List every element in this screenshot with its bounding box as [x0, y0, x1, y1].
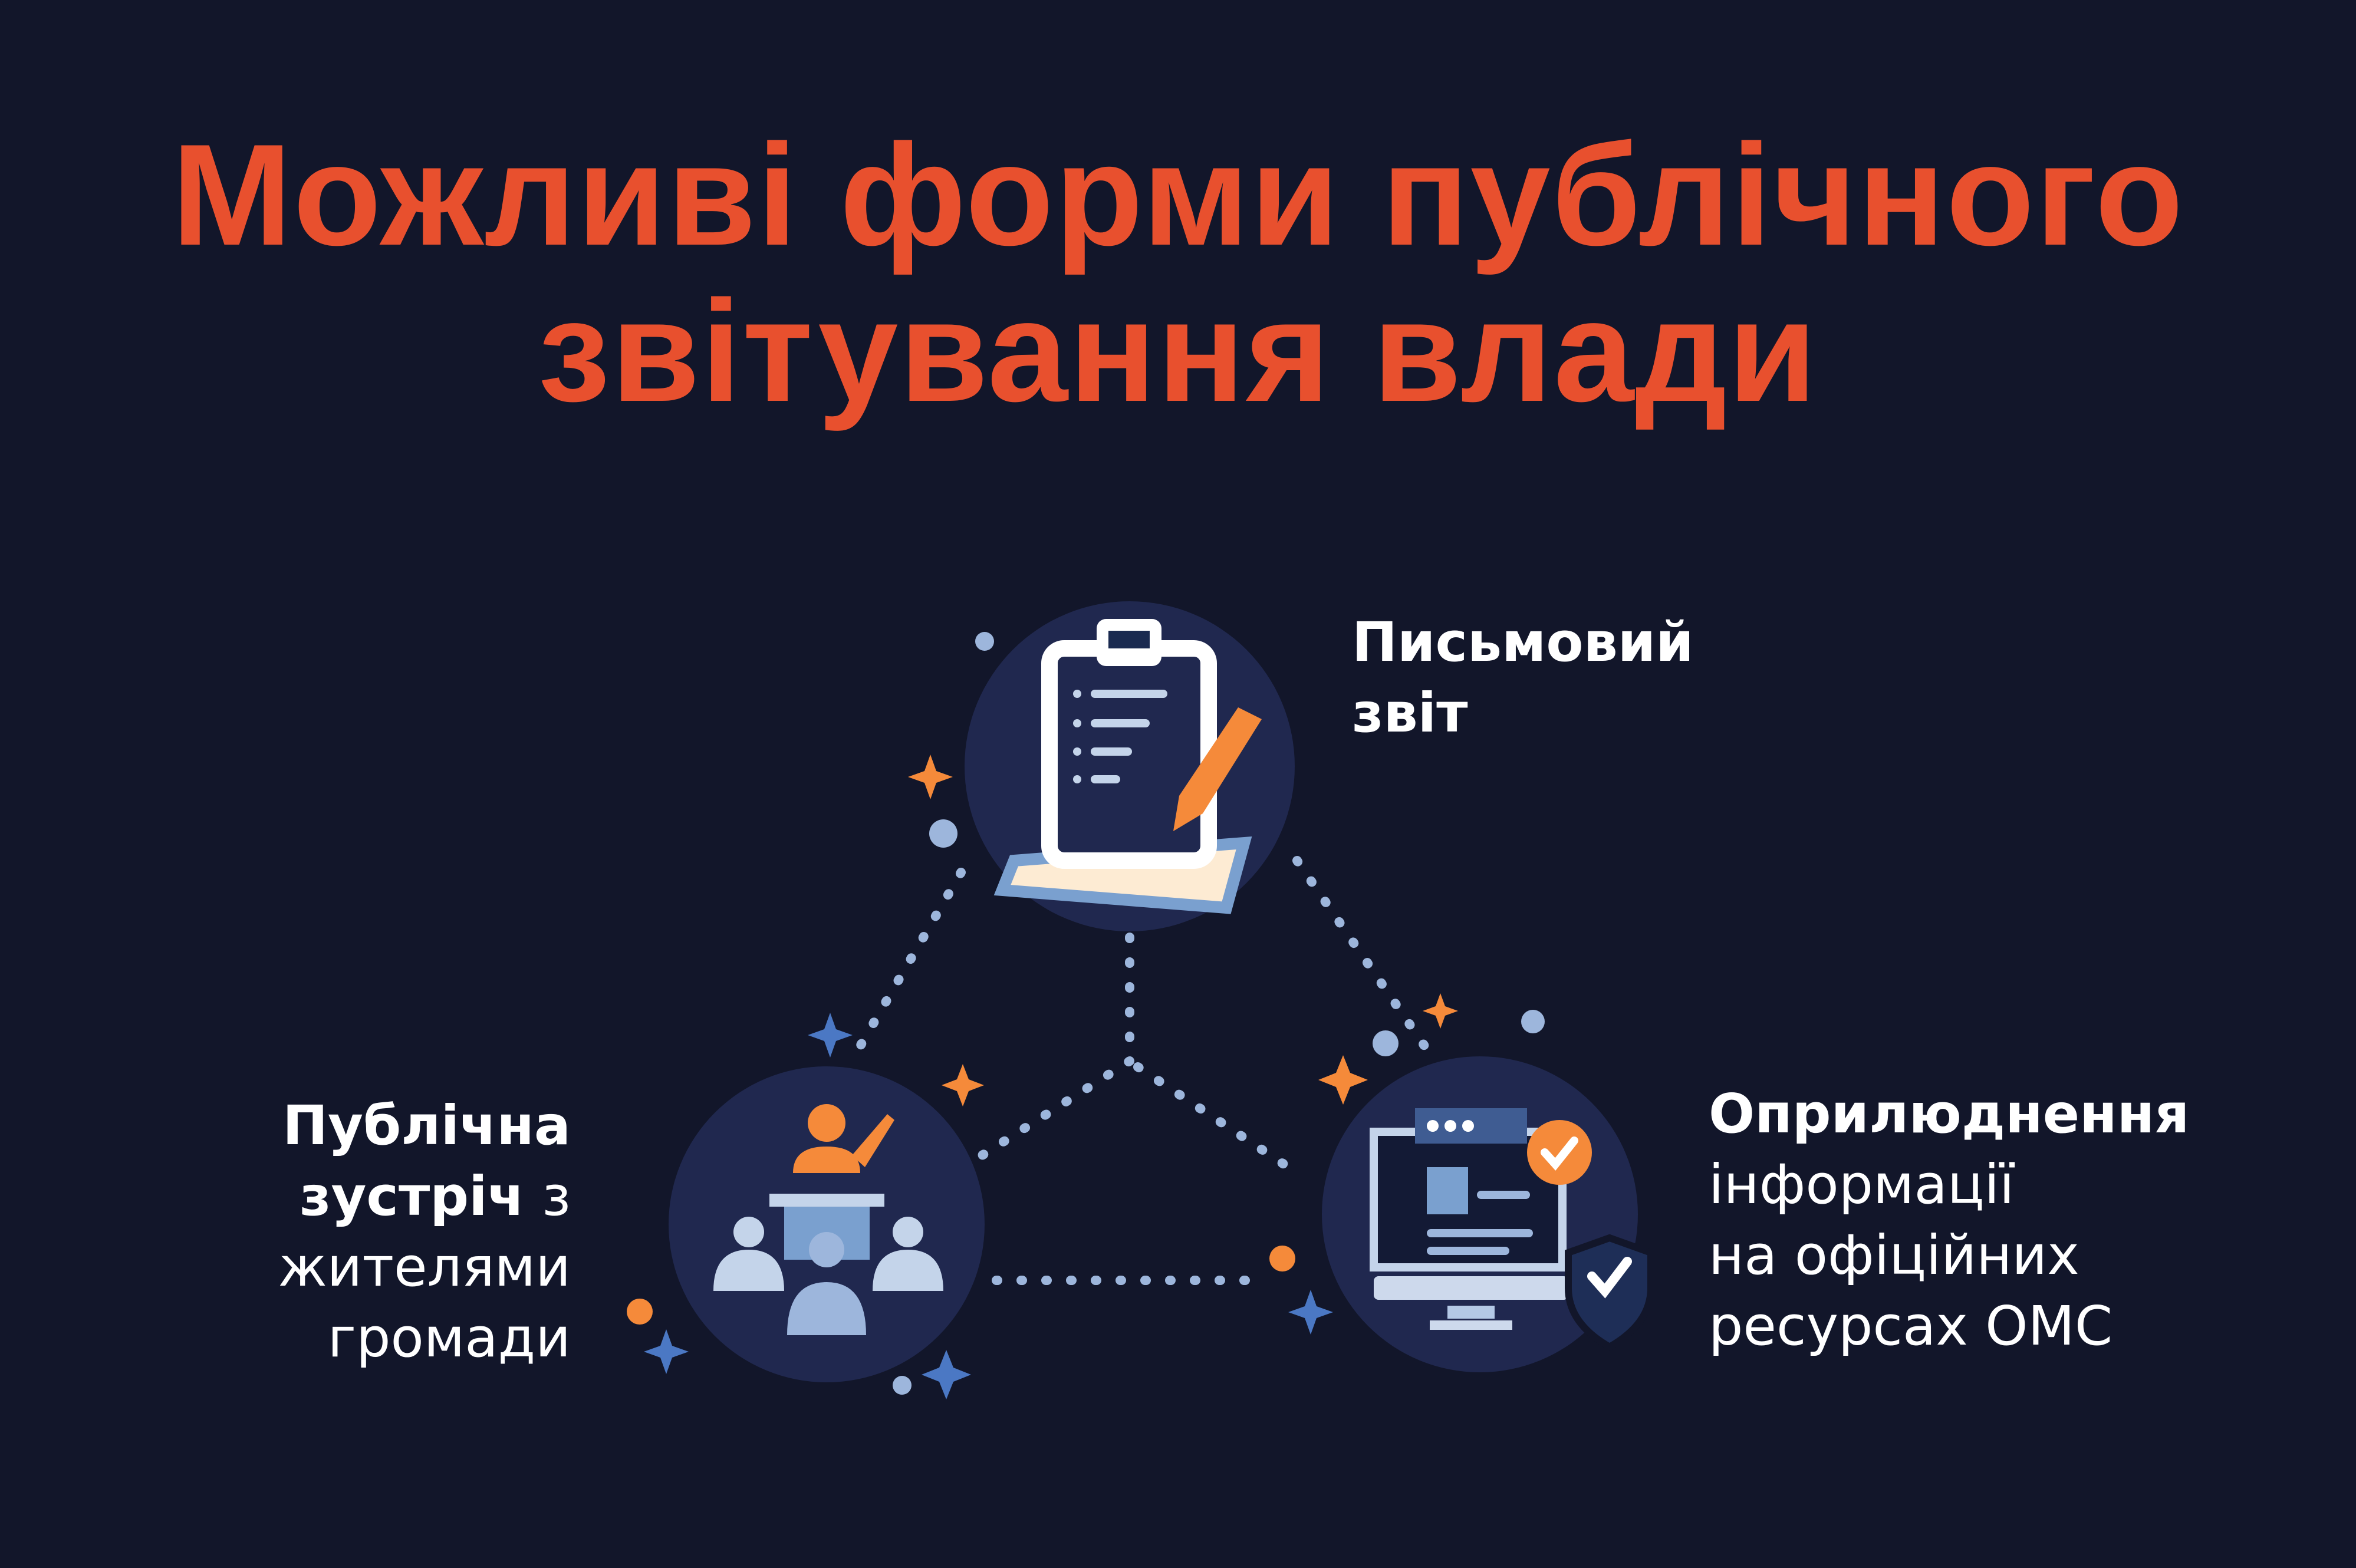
label-line: жителями [278, 1236, 571, 1299]
label-line: зустріч [299, 1165, 525, 1228]
page-title-line-1: Можливі форми публічного [172, 114, 2184, 275]
clipboard-pencil-icon [965, 601, 1295, 931]
sparkles [627, 632, 1545, 1399]
label-line: Оприлюднення [1709, 1082, 2190, 1145]
label-line: Письмовий [1352, 611, 1694, 674]
dotted-connectors [850, 856, 1432, 1285]
label-line: на офіційних [1709, 1224, 2079, 1287]
monitor-shield-icon [1322, 1056, 1654, 1372]
label-online-publication: Оприлюднення інформації на офіційних рес… [1709, 1079, 2189, 1362]
label-line: інформації [1709, 1153, 2015, 1216]
page-title-line-2: звітування влади [538, 270, 1818, 431]
label-line: з [524, 1165, 571, 1228]
speaker-audience-icon [669, 1066, 985, 1382]
label-line: звіт [1352, 681, 1468, 745]
label-written-report: Письмовий звіт [1352, 607, 1694, 749]
label-line: ресурсах ОМС [1709, 1294, 2113, 1358]
label-line: громади [327, 1306, 571, 1369]
label-public-meeting: Публічна зустріч з жителями громади [278, 1091, 571, 1373]
label-line: Публічна [282, 1094, 571, 1157]
